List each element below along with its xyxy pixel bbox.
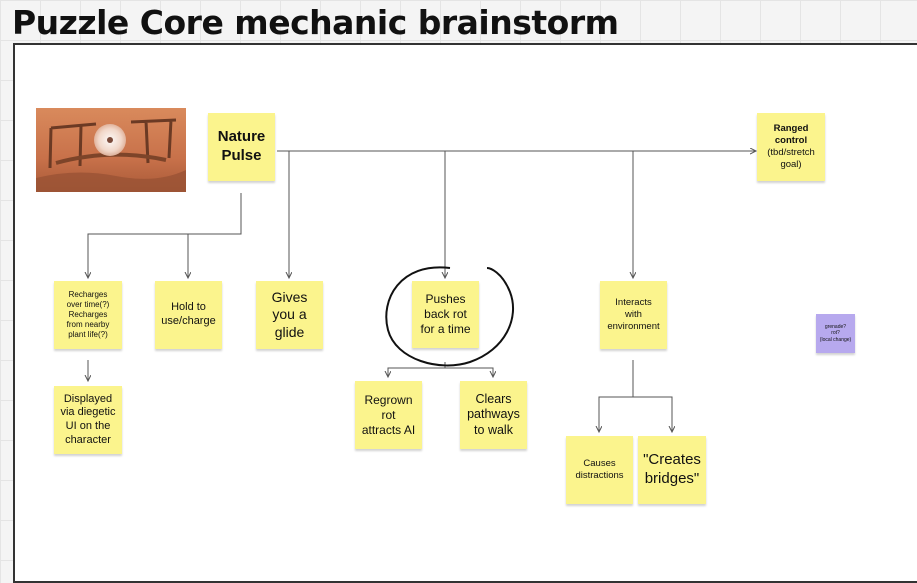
note-bridges-text: "Creates bridges" <box>643 451 701 487</box>
note-clears-text: Clears pathways to walk <box>467 391 520 437</box>
game-screenshot-icon <box>36 108 186 192</box>
connector-lines <box>0 0 917 565</box>
note-bridges[interactable]: "Creates bridges" <box>638 436 706 504</box>
note-pushes-text: Pushes back rot for a time <box>420 292 471 336</box>
note-recharges-text: Recharges over time(?) Recharges from ne… <box>66 290 110 339</box>
note-regrown[interactable]: Regrown rot attracts AI <box>355 381 422 449</box>
note-ranged-control-title: Ranged control <box>773 123 809 147</box>
note-ranged-control-sub: (tbd/stretch goal) <box>767 147 815 170</box>
board-title: Puzzle Core mechanic brainstorm <box>12 3 619 42</box>
connector-to-recharges <box>88 193 242 278</box>
note-distractions[interactable]: Causes distractions <box>566 436 633 504</box>
note-hold-text: Hold to use/charge <box>161 301 216 327</box>
note-pushes[interactable]: Pushes back rot for a time <box>412 281 479 348</box>
note-recharges[interactable]: Recharges over time(?) Recharges from ne… <box>54 281 122 349</box>
note-distractions-text: Causes distractions <box>575 458 624 481</box>
connector-to-bridges <box>633 396 672 432</box>
note-grenade-text: grenade? rot? (local change) <box>819 324 852 343</box>
connector-to-clears <box>445 367 493 377</box>
note-displayed[interactable]: Displayed via diegetic UI on the charact… <box>54 386 122 454</box>
connector-to-distractions <box>599 360 634 432</box>
note-glide-text: Gives you a glide <box>271 288 308 340</box>
note-nature-pulse[interactable]: Nature Pulse <box>208 113 275 181</box>
note-ranged-control[interactable]: Ranged control (tbd/stretch goal) <box>757 113 825 181</box>
note-glide[interactable]: Gives you a glide <box>256 281 323 349</box>
note-grenade[interactable]: grenade? rot? (local change) <box>816 314 855 353</box>
hand-drawn-circle <box>385 266 515 367</box>
note-hold[interactable]: Hold to use/charge <box>155 281 222 349</box>
note-displayed-text: Displayed via diegetic UI on the charact… <box>60 392 116 446</box>
note-clears[interactable]: Clears pathways to walk <box>460 381 527 449</box>
note-interacts-text: Interacts with environment <box>607 297 660 332</box>
note-interacts[interactable]: Interacts with environment <box>600 281 667 349</box>
note-regrown-text: Regrown rot attracts AI <box>361 392 416 437</box>
note-nature-pulse-text: Nature Pulse <box>217 128 266 164</box>
